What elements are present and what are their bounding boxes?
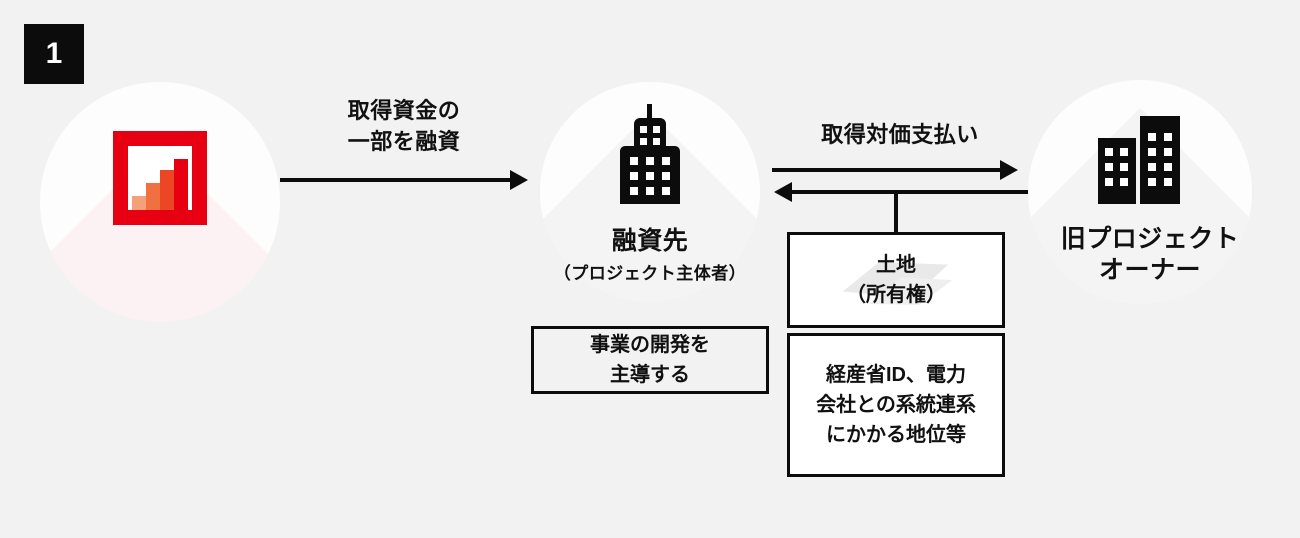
bar-1 bbox=[132, 195, 146, 210]
note-land-text: 土地 （所有権） bbox=[846, 254, 946, 306]
building-window bbox=[1164, 133, 1172, 141]
building-window bbox=[1120, 163, 1128, 171]
skyscraper-icon bbox=[618, 104, 682, 204]
step-number-badge: 1 bbox=[24, 24, 84, 84]
borrower-label-sub: （プロジェクト主体者） bbox=[553, 264, 747, 283]
borrower-label-main: 融資先 bbox=[611, 227, 689, 255]
base-window bbox=[662, 187, 670, 195]
bar-2 bbox=[146, 183, 160, 210]
building-tall bbox=[1140, 116, 1180, 204]
note-development: 事業の開発を 主導する bbox=[531, 326, 769, 394]
building-window bbox=[1120, 178, 1128, 186]
bar-chart-bars bbox=[128, 146, 192, 210]
base-window bbox=[662, 157, 670, 165]
building-window bbox=[1120, 148, 1128, 156]
base-window bbox=[646, 187, 654, 195]
bar-4 bbox=[174, 158, 188, 210]
tower-window bbox=[640, 126, 647, 133]
building-window bbox=[1148, 163, 1156, 171]
building-window bbox=[1105, 148, 1113, 156]
building-short bbox=[1098, 138, 1136, 204]
transfer-arrow-head-left-icon bbox=[774, 182, 792, 202]
building-window bbox=[1164, 178, 1172, 186]
payment-arrow-head-right-icon bbox=[1000, 160, 1018, 180]
building-window bbox=[1148, 133, 1156, 141]
building-window bbox=[1148, 148, 1156, 156]
base-window bbox=[646, 172, 654, 180]
step-number-label: 1 bbox=[45, 37, 63, 70]
tower-window bbox=[653, 126, 660, 133]
building-window bbox=[1148, 178, 1156, 186]
tower-window bbox=[653, 138, 660, 145]
building-window bbox=[1105, 178, 1113, 186]
tower-window bbox=[640, 138, 647, 145]
transfer-arrow-line bbox=[792, 190, 1030, 194]
loan-arrow-head-right-icon bbox=[510, 170, 528, 190]
base-window bbox=[662, 172, 670, 180]
bar-3 bbox=[160, 170, 174, 210]
base-window bbox=[630, 172, 638, 180]
note-land: 土地 （所有権） bbox=[787, 232, 1005, 328]
building-window bbox=[1164, 148, 1172, 156]
bar-chart-icon bbox=[113, 131, 207, 225]
old-owner-label-main: 旧プロジェクト オーナー bbox=[1060, 225, 1240, 284]
building-window bbox=[1164, 163, 1172, 171]
skyscraper-antenna bbox=[647, 104, 652, 120]
transfer-vertical-connector bbox=[894, 192, 898, 234]
building-window bbox=[1105, 163, 1113, 171]
base-window bbox=[646, 157, 654, 165]
two-buildings-icon bbox=[1098, 116, 1184, 204]
payment-arrow-line bbox=[772, 168, 1002, 172]
note-rights: 経産省ID、電力 会社との系統連系 にかかる地位等 bbox=[787, 333, 1005, 477]
loan-arrow-line bbox=[280, 178, 512, 182]
base-window bbox=[630, 157, 638, 165]
note-rights-text: 経産省ID、電力 会社との系統連系 にかかる地位等 bbox=[816, 364, 976, 446]
note-development-text: 事業の開発を 主導する bbox=[590, 334, 710, 386]
loan-arrow-caption: 取得資金の 一部を融資 bbox=[347, 98, 461, 154]
payment-arrow-caption: 取得対価支払い bbox=[821, 122, 979, 147]
base-window bbox=[630, 187, 638, 195]
